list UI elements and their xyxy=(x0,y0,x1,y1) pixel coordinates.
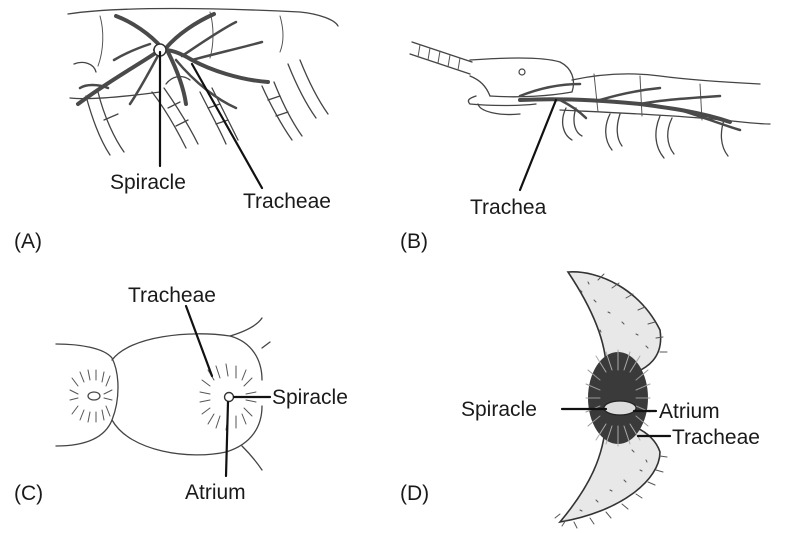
panel-b-trachea-leader xyxy=(520,100,556,190)
panel-b: Trachea (B) xyxy=(400,42,770,253)
panel-a-tracheae-leader xyxy=(192,64,262,188)
panel-c-atrium-leader xyxy=(226,402,228,476)
panel-a-spiracle-label: Spiracle xyxy=(110,171,186,194)
panel-c-tracheae-leader xyxy=(186,306,212,376)
panel-c-tracheae-label: Tracheae xyxy=(128,284,216,307)
panel-a: Spiracle Tracheae (A) xyxy=(14,9,338,254)
panel-b-letter: (B) xyxy=(400,230,428,253)
panel-c-atrium-label: Atrium xyxy=(185,481,246,504)
panel-c-left-spiracle-cluster xyxy=(70,370,112,422)
panel-a-letter: (A) xyxy=(14,230,42,253)
panel-d: Spiracle Atrium Tracheae (D) xyxy=(400,272,760,528)
panel-c-letter: (C) xyxy=(14,482,43,505)
panel-a-tracheal-network xyxy=(78,14,268,108)
panel-d-tracheae-label: Tracheae xyxy=(672,426,760,449)
panel-c: Tracheae Spiracle Atrium (C) xyxy=(14,284,348,505)
panel-d-spiracle-label: Spiracle xyxy=(461,398,537,421)
panel-d-letter: (D) xyxy=(400,482,429,505)
panel-b-trachea-label: Trachea xyxy=(470,196,547,219)
panel-c-spiracle-label: Spiracle xyxy=(272,386,348,409)
panel-a-tracheae-label: Tracheae xyxy=(243,190,331,213)
panel-d-atrium-label: Atrium xyxy=(659,400,720,423)
